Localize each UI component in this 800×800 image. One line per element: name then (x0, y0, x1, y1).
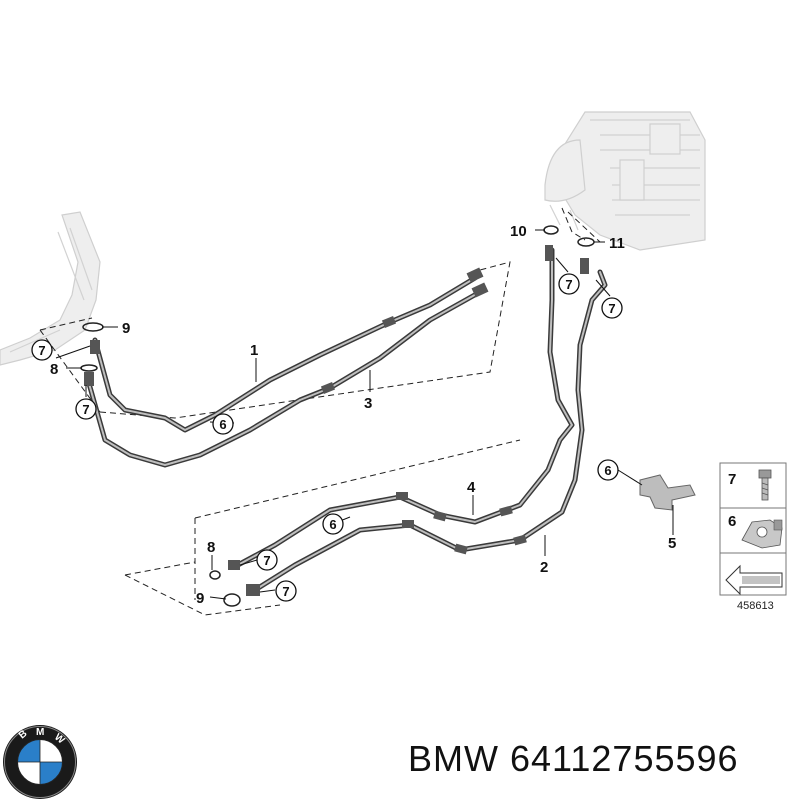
hose-group (84, 245, 608, 596)
brand-name: BMW (408, 738, 499, 779)
svg-text:7: 7 (82, 402, 89, 417)
callout-8-upper: 8 (50, 361, 58, 378)
circled-callout-6: 6 (212, 413, 234, 435)
condenser-pipes-ghost (0, 211, 101, 366)
o-ring-8-upper (80, 364, 98, 372)
legend-label-7: 7 (728, 471, 736, 488)
callout-10: 10 (510, 223, 527, 240)
svg-text:M: M (36, 727, 44, 738)
diagram-number: 458613 (737, 600, 774, 612)
circled-callout-6: 6 (322, 513, 344, 535)
callout-3: 3 (364, 395, 372, 412)
svg-text:6: 6 (604, 463, 611, 478)
circled-callout-7: 7 (275, 580, 297, 602)
callout-9-lower: 9 (196, 590, 204, 607)
bmw-logo: B M W (3, 725, 77, 799)
callout-11: 11 (609, 235, 625, 252)
o-ring-9-lower (223, 593, 241, 607)
bolt-icon (758, 469, 772, 501)
circled-callout-7: 7 (601, 297, 623, 319)
o-ring-11 (577, 237, 595, 247)
legend-label-6: 6 (728, 513, 736, 530)
leader-lines (55, 229, 674, 600)
circled-callout-7: 7 (75, 398, 97, 420)
callout-2: 2 (540, 559, 548, 576)
circled-callouts: 7 7 6 7 7 6 7 7 (31, 273, 623, 602)
bracket-part-5 (639, 474, 696, 511)
circled-callout-7: 7 (558, 273, 580, 295)
callout-labels: 1 2 3 4 5 8 8 9 9 10 11 (50, 223, 676, 607)
svg-text:7: 7 (282, 584, 289, 599)
callout-1: 1 (250, 342, 258, 359)
svg-text:7: 7 (608, 301, 615, 316)
svg-text:6: 6 (329, 517, 336, 532)
callout-9-upper: 9 (122, 320, 130, 337)
part-number: 64112755596 (510, 738, 739, 779)
svg-text:7: 7 (38, 343, 45, 358)
circled-callout-7: 7 (256, 549, 278, 571)
clamp-icon (741, 519, 783, 549)
parts-legend: 7 6 458613 (719, 462, 787, 612)
circled-callout-6: 6 (597, 459, 619, 481)
svg-text:7: 7 (565, 277, 572, 292)
brand-part-number: BMW 64112755596 (408, 738, 739, 780)
o-ring-10 (543, 225, 559, 235)
callout-4: 4 (467, 479, 476, 496)
reference-arrow-icon (725, 564, 783, 596)
svg-text:7: 7 (263, 553, 270, 568)
callout-8-lower: 8 (207, 539, 215, 556)
o-ring-8-lower (209, 570, 221, 580)
hose-part-3 (85, 289, 483, 468)
svg-text:6: 6 (219, 417, 226, 432)
hvac-housing-ghost (544, 111, 706, 251)
circled-callout-7: 7 (31, 339, 53, 361)
callout-5: 5 (668, 535, 676, 552)
